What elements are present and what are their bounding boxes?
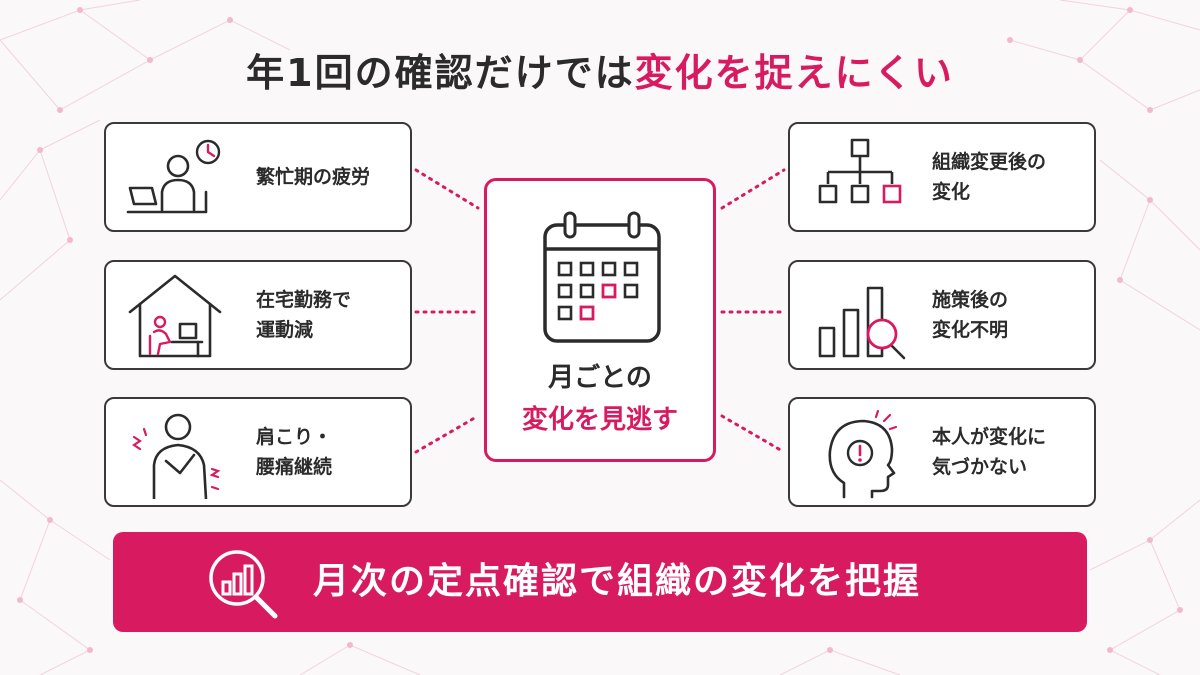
right-card-after-reorganization: 組織変更後の 変化 <box>788 122 1096 232</box>
right-card-self-unaware: 本人が変化に 気づかない <box>788 397 1096 507</box>
card-label: 繁忙期の疲労 <box>256 124 370 230</box>
title-part-1: 年1回の確認だけでは <box>246 51 635 95</box>
card-label: 本人が変化に 気づかない <box>932 399 1046 505</box>
center-card-miss-monthly-changes: 月ごとの 変化を見逃す <box>484 178 716 462</box>
page-title: 年1回の確認だけでは変化を捉えにくい <box>0 42 1200 97</box>
card-label-line-2: 腰痛継続 <box>256 456 333 478</box>
left-card-shoulder-back-pain: 肩こり・ 腰痛継続 <box>104 397 412 507</box>
card-label-line-1: 本人が変化に <box>932 426 1047 448</box>
card-label: 在宅勤務で 運動減 <box>256 262 351 368</box>
card-label: 組織変更後の 変化 <box>932 124 1046 230</box>
card-label-line-1: 施策後の <box>932 289 1009 311</box>
left-card-busy-season-fatigue: 繁忙期の疲労 <box>104 122 412 232</box>
card-label: 施策後の 変化不明 <box>932 262 1008 368</box>
card-label-line-1: 繁忙期の疲労 <box>256 166 371 188</box>
chart-magnifier-icon <box>209 550 278 619</box>
card-label: 肩こり・ 腰痛継続 <box>256 399 332 505</box>
card-label-line-2: 運動減 <box>256 319 314 341</box>
card-label-line-2: 変化不明 <box>932 319 1009 341</box>
laptop-worker-clock-icon <box>126 139 221 214</box>
bar-chart-magnifier-icon <box>818 286 906 360</box>
title-part-2-highlight: 変化を捉えにくい <box>634 51 954 95</box>
card-label-line-1: 肩こり・ <box>256 426 333 448</box>
center-label-line-1: 月ごとの <box>548 363 652 393</box>
card-label-line-2: 変化 <box>932 181 971 203</box>
right-card-unclear-after-measures: 施策後の 変化不明 <box>788 260 1096 370</box>
house-desk-worker-icon <box>128 274 222 358</box>
card-label-line-2: 気づかない <box>932 456 1028 478</box>
head-alert-icon <box>828 409 898 499</box>
center-label-line-2: 変化を見逃す <box>521 405 678 435</box>
conclusion-banner: 月次の定点確認で組織の変化を把握 <box>113 532 1087 632</box>
conclusion-text: 月次の定点確認で組織の変化を把握 <box>313 561 922 602</box>
card-label-line-1: 在宅勤務で <box>256 289 352 311</box>
card-label-line-1: 組織変更後の <box>932 151 1047 173</box>
calendar-icon <box>543 211 661 343</box>
shoulder-pain-icon <box>132 413 221 499</box>
org-chart-icon <box>818 138 902 204</box>
left-card-remote-work-less-exercise: 在宅勤務で 運動減 <box>104 260 412 370</box>
